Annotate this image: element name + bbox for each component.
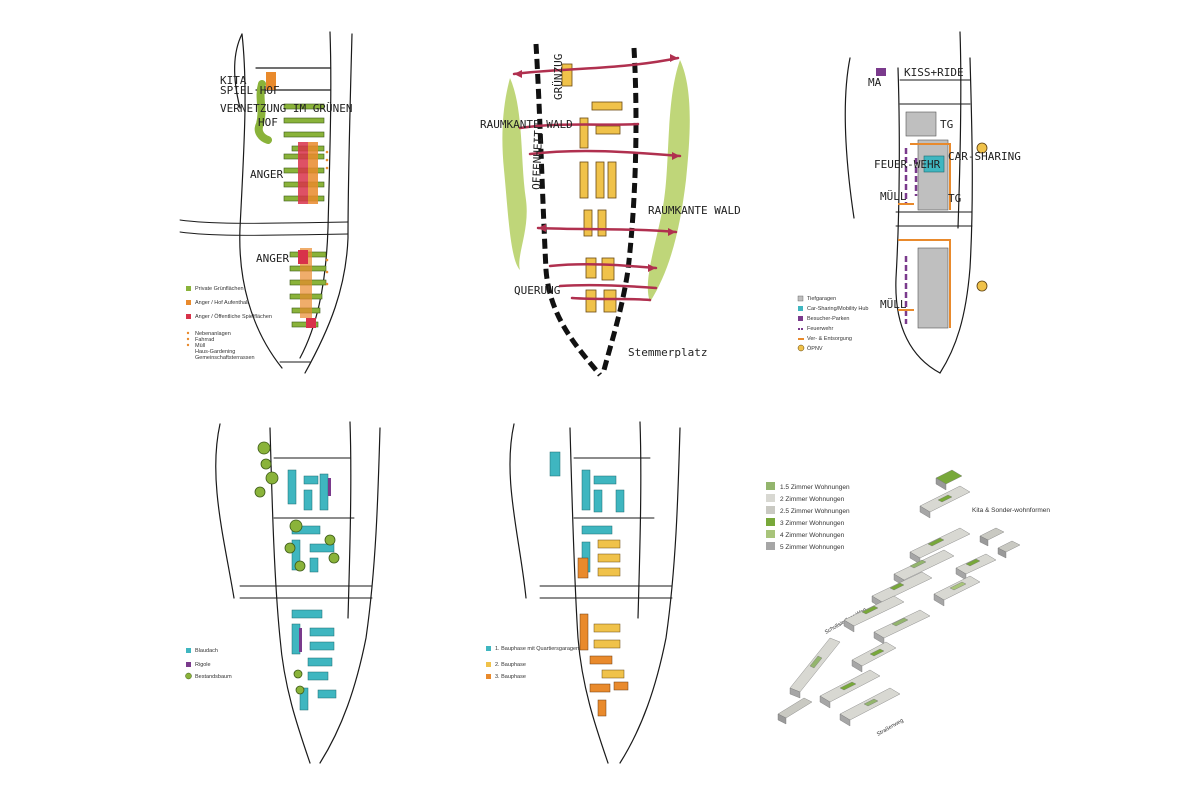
legend-item: Anger / Öffentliche Spielflächen: [195, 313, 272, 320]
legend-item: Müll: [195, 343, 205, 349]
label-vernetzung: VERNETZUNG IM GRÜNEN: [220, 102, 352, 115]
legend-item: 1. Bauphase mit Quartiersgaragen: [495, 646, 579, 652]
tree-icon: [185, 672, 192, 680]
legend-item: Haus-Gardening: [195, 349, 235, 355]
label-raumkante-wald-right: RAUMKANTE WALD: [648, 204, 741, 217]
label-kissride: KISS+RIDE: [904, 66, 964, 79]
legend-item: 5 Zimmer Wohnungen: [780, 544, 845, 551]
legend-item: Private Grünflächen: [195, 286, 244, 292]
legend-item: Besucher-Parken: [807, 316, 850, 322]
legend-item: Car-Sharing/Mobility Hub: [807, 306, 868, 312]
label-tg-1: TG: [940, 118, 953, 131]
phases-plan: 1. Bauphase mit Quartiersgaragen 2. Baup…: [486, 421, 681, 764]
legend-item: 3. Bauphase: [495, 674, 526, 680]
mobility-plan: MA KISS+RIDE FEUER-WEHR CAR-SHARING TG T…: [797, 31, 1021, 374]
label-spielhof: SPIEL HOF: [220, 84, 280, 97]
legend-apartment-mix: 1.5 Zimmer Wohnungen 2 Zimmer Wohnungen …: [766, 482, 850, 551]
water-plan: Blaudach Rigole Bestandsbaum: [185, 421, 381, 764]
purple-square-icon: [798, 316, 803, 321]
legend-item: 2.5 Zimmer Wohnungen: [780, 508, 850, 515]
grey-square-icon: [797, 295, 804, 302]
teal-square-icon: [486, 646, 491, 651]
panel-open-space: KITA SPIEL HOF VERNETZUNG IM GRÜNEN HOF …: [179, 28, 390, 378]
teal-square-icon: [186, 648, 191, 653]
legend-item: 2 Zimmer Wohnungen: [780, 496, 845, 503]
panel-apartment-mix: 1.5 Zimmer Wohnungen 2 Zimmer Wohnungen …: [760, 466, 1050, 766]
legend-item: Tiefgaragen: [807, 296, 836, 302]
legend-phases: 1. Bauphase mit Quartiersgaragen 2. Baup…: [486, 646, 579, 680]
tree-icon: [254, 441, 340, 695]
orange-square-icon: [486, 674, 491, 679]
street-label-2: Straßenweg: [876, 718, 905, 738]
panel-mobility: MA KISS+RIDE FEUER-WEHR CAR-SHARING TG T…: [797, 28, 1030, 378]
legend-item: 4 Zimmer Wohnungen: [780, 532, 845, 539]
label-muell-1: MÜLL: [880, 190, 907, 203]
purple-square-icon: [186, 662, 191, 667]
bus-stop-icon: [797, 344, 805, 352]
legend-swatch: [766, 542, 775, 550]
green-square-icon: [186, 286, 191, 291]
legend-item: 3 Zimmer Wohnungen: [780, 520, 845, 527]
orange-square-icon: [186, 300, 191, 305]
panel-concept-sketch: RAUMKANTE WALD GRÜNZUG OFFENHEIT RAUMKAN…: [480, 30, 741, 380]
legend-item: Gemeinschaftsterrassen: [195, 355, 255, 361]
legend-item: Nebenanlagen: [195, 331, 231, 337]
legend-swatch: [766, 482, 775, 490]
legend-item: Rigole: [195, 662, 211, 668]
label-gruenzug: GRÜNZUG: [552, 54, 565, 100]
legend-item: Feuerwehr: [807, 326, 833, 332]
red-square-icon: [186, 314, 191, 319]
yellow-square-icon: [486, 662, 491, 667]
concept-sketch: RAUMKANTE WALD GRÜNZUG OFFENHEIT RAUMKAN…: [480, 43, 741, 377]
legend-item: Anger / Hof Aufenthalt: [195, 300, 249, 306]
legend-item: Ver- & Entsorgung: [807, 336, 852, 342]
label-tg-2: TG: [948, 192, 961, 205]
legend-swatch: [766, 494, 775, 502]
legend-item: 2. Bauphase: [495, 662, 526, 668]
kita-label: Kita & Sonder-wohnformen: [972, 507, 1050, 514]
label-muell-2: MÜLL: [880, 298, 907, 311]
label-carsharing: CAR-SHARING: [948, 150, 1021, 163]
label-offenheit: OFFENHEIT: [530, 130, 545, 190]
label-ma: MA: [868, 76, 882, 89]
legend-item: 1.5 Zimmer Wohnungen: [780, 484, 850, 491]
panel-water-management: Blaudach Rigole Bestandsbaum: [180, 418, 390, 768]
legend-water: Blaudach Rigole Bestandsbaum: [185, 648, 232, 680]
panel-construction-phases: 1. Bauphase mit Quartiersgaragen 2. Baup…: [480, 418, 700, 768]
label-anger-1: ANGER: [250, 168, 283, 181]
legend-item: Bestandsbaum: [195, 674, 232, 680]
legend-swatch: [766, 506, 775, 514]
label-anger-2: ANGER: [256, 252, 289, 265]
legend-item: Blaudach: [195, 648, 218, 654]
legend-open-space: Private Grünflächen Anger / Hof Aufentha…: [186, 286, 272, 361]
isometric-model: 1.5 Zimmer Wohnungen 2 Zimmer Wohnungen …: [766, 469, 1050, 738]
legend-mobility: Tiefgaragen Car-Sharing/Mobility Hub Bes…: [797, 295, 868, 352]
legend-swatch: [766, 518, 775, 526]
legend-swatch: [766, 530, 775, 538]
bus-stop-icon: [976, 142, 988, 292]
signature: Stemmerplatz: [628, 346, 707, 359]
legend-item: Fahrrad: [195, 337, 214, 343]
open-space-plan: KITA SPIEL HOF VERNETZUNG IM GRÜNEN HOF …: [179, 31, 353, 374]
legend-item: ÖPNV: [807, 345, 823, 352]
label-querung: QUERUNG: [514, 284, 560, 297]
teal-square-icon: [798, 306, 803, 311]
label-hof: HOF: [258, 116, 278, 129]
label-kita: KITA: [220, 74, 247, 87]
label-feuerwehr: FEUER-WEHR: [874, 158, 941, 171]
label-raumkante-wald-left: RAUMKANTE WALD: [480, 118, 573, 131]
